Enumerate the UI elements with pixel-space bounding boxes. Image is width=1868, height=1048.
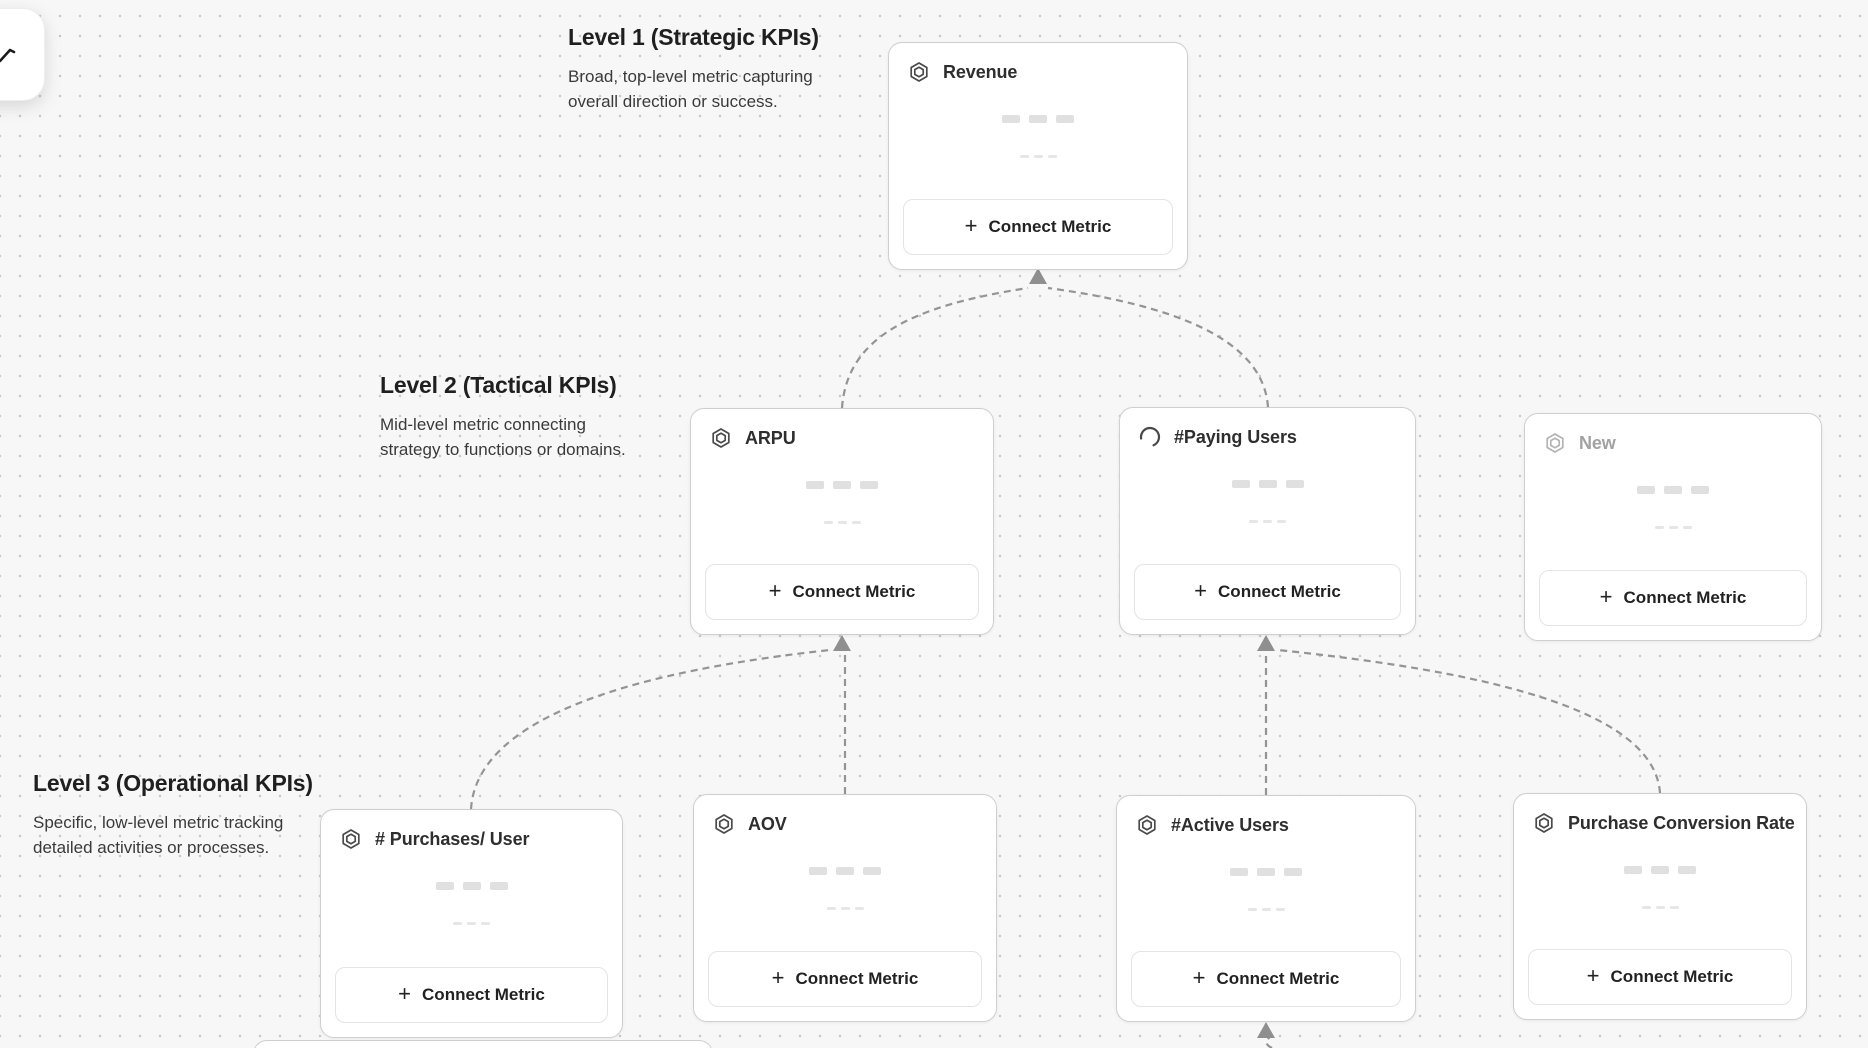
metric-placeholder [1117,868,1415,911]
kpi-card-purchases-per-user[interactable]: # Purchases/ User + Connect Metric [320,809,623,1038]
level2-description: Mid-level metric connecting strategy to … [380,415,626,459]
connector-arpu-to-revenue [840,286,1029,409]
connect-metric-button[interactable]: + Connect Metric [708,951,982,1007]
kpi-card-aov[interactable]: AOV + Connect Metric [693,794,997,1022]
hexagon-icon [1532,811,1556,835]
connect-metric-button[interactable]: + Connect Metric [705,564,979,620]
connect-metric-label: Connect Metric [1218,582,1341,601]
card-title: Revenue [943,61,1018,82]
plus-icon: + [768,578,782,603]
metric-placeholder [321,882,622,925]
kpi-card-paying-users[interactable]: #Paying Users + Connect Metric [1119,407,1416,635]
kpi-card-arpu[interactable]: ARPU + Connect Metric [690,408,994,635]
kpi-card-new[interactable]: New + Connect Metric [1524,413,1822,641]
plus-icon: + [964,213,978,238]
connect-metric-button[interactable]: + Connect Metric [1131,951,1401,1007]
connect-metric-button[interactable]: + Connect Metric [1528,949,1792,1005]
kpi-card-revenue[interactable]: Revenue + Connect Metric [888,42,1188,270]
plus-icon: + [398,981,412,1006]
card-title: ARPU [745,427,796,448]
connect-metric-label: Connect Metric [792,582,916,601]
connector-purchases-to-arpu [469,648,831,810]
card-header: New [1525,414,1821,455]
card-title: Purchase Conversion Rate [1568,812,1795,833]
card-title: AOV [748,813,787,834]
connect-metric-label: Connect Metric [1610,967,1734,986]
level3-description: Specific, low-level metric tracking deta… [33,813,284,857]
hexagon-icon [709,426,733,450]
card-header: #Paying Users [1120,408,1415,449]
arrowhead-arpu [833,635,851,651]
connect-metric-button[interactable]: + Connect Metric [1134,564,1401,620]
arrowhead-paying-users [1257,635,1275,651]
arrowhead-active-users [1257,1022,1275,1038]
card-title: #Paying Users [1174,426,1297,447]
hexagon-icon [1135,813,1159,837]
plus-icon: + [1194,578,1208,603]
kpi-card-purchase-conversion-rate[interactable]: Purchase Conversion Rate + Connect Metri… [1513,793,1807,1020]
connector-paying-users-to-revenue [1047,286,1270,408]
level1-description: Broad, top-level metric capturing overal… [568,67,813,111]
connect-metric-button[interactable]: + Connect Metric [335,967,608,1023]
connect-metric-button[interactable]: + Connect Metric [903,199,1173,255]
connect-metric-label: Connect Metric [1216,969,1340,988]
hexagon-icon [712,812,736,836]
kpi-card-active-users[interactable]: #Active Users + Connect Metric [1116,795,1416,1022]
hexagon-icon [907,60,931,84]
level1-title: Level 1 (Strategic KPIs) [568,24,819,50]
metric-placeholder [889,115,1187,158]
level3-label: Level 3 (Operational KPIs) Specific, low… [33,770,313,860]
plus-icon: + [1192,965,1206,990]
metric-placeholder [1514,866,1806,909]
card-title: New [1579,432,1616,453]
card-header: AOV [694,795,996,836]
connect-metric-label: Connect Metric [1623,588,1747,607]
connect-metric-label: Connect Metric [988,217,1112,236]
connect-metric-label: Connect Metric [422,985,545,1004]
card-header: Revenue [889,43,1187,84]
connector-pcr-to-paying-users [1277,648,1662,794]
toolbar-button[interactable] [0,8,45,101]
level3-title: Level 3 (Operational KPIs) [33,770,313,796]
hexagon-icon [339,827,363,851]
card-header: ARPU [691,409,993,450]
card-header: #Active Users [1117,796,1415,837]
spinner-icon [1138,425,1162,449]
plus-icon: + [1599,584,1613,609]
metric-placeholder [1120,480,1415,523]
connector-offscreen-to-active-users [1265,1036,1273,1048]
plus-icon: + [771,965,785,990]
metric-placeholder [1525,486,1821,529]
card-header: Purchase Conversion Rate [1514,794,1806,835]
cursor-icon [0,48,16,63]
plus-icon: + [1586,963,1600,988]
kpi-card-partial-bottom[interactable] [253,1040,713,1048]
card-title: # Purchases/ User [375,828,530,849]
hexagon-icon [1543,431,1567,455]
arrowhead-revenue [1029,268,1047,284]
level2-label: Level 2 (Tactical KPIs) Mid-level metric… [380,372,626,462]
card-header: # Purchases/ User [321,810,622,851]
connect-metric-button[interactable]: + Connect Metric [1539,570,1807,626]
connect-metric-label: Connect Metric [795,969,919,988]
metric-placeholder [691,481,993,524]
card-title: #Active Users [1171,814,1289,835]
level2-title: Level 2 (Tactical KPIs) [380,372,617,398]
metric-placeholder [694,867,996,910]
level1-label: Level 1 (Strategic KPIs) Broad, top-leve… [568,24,819,114]
